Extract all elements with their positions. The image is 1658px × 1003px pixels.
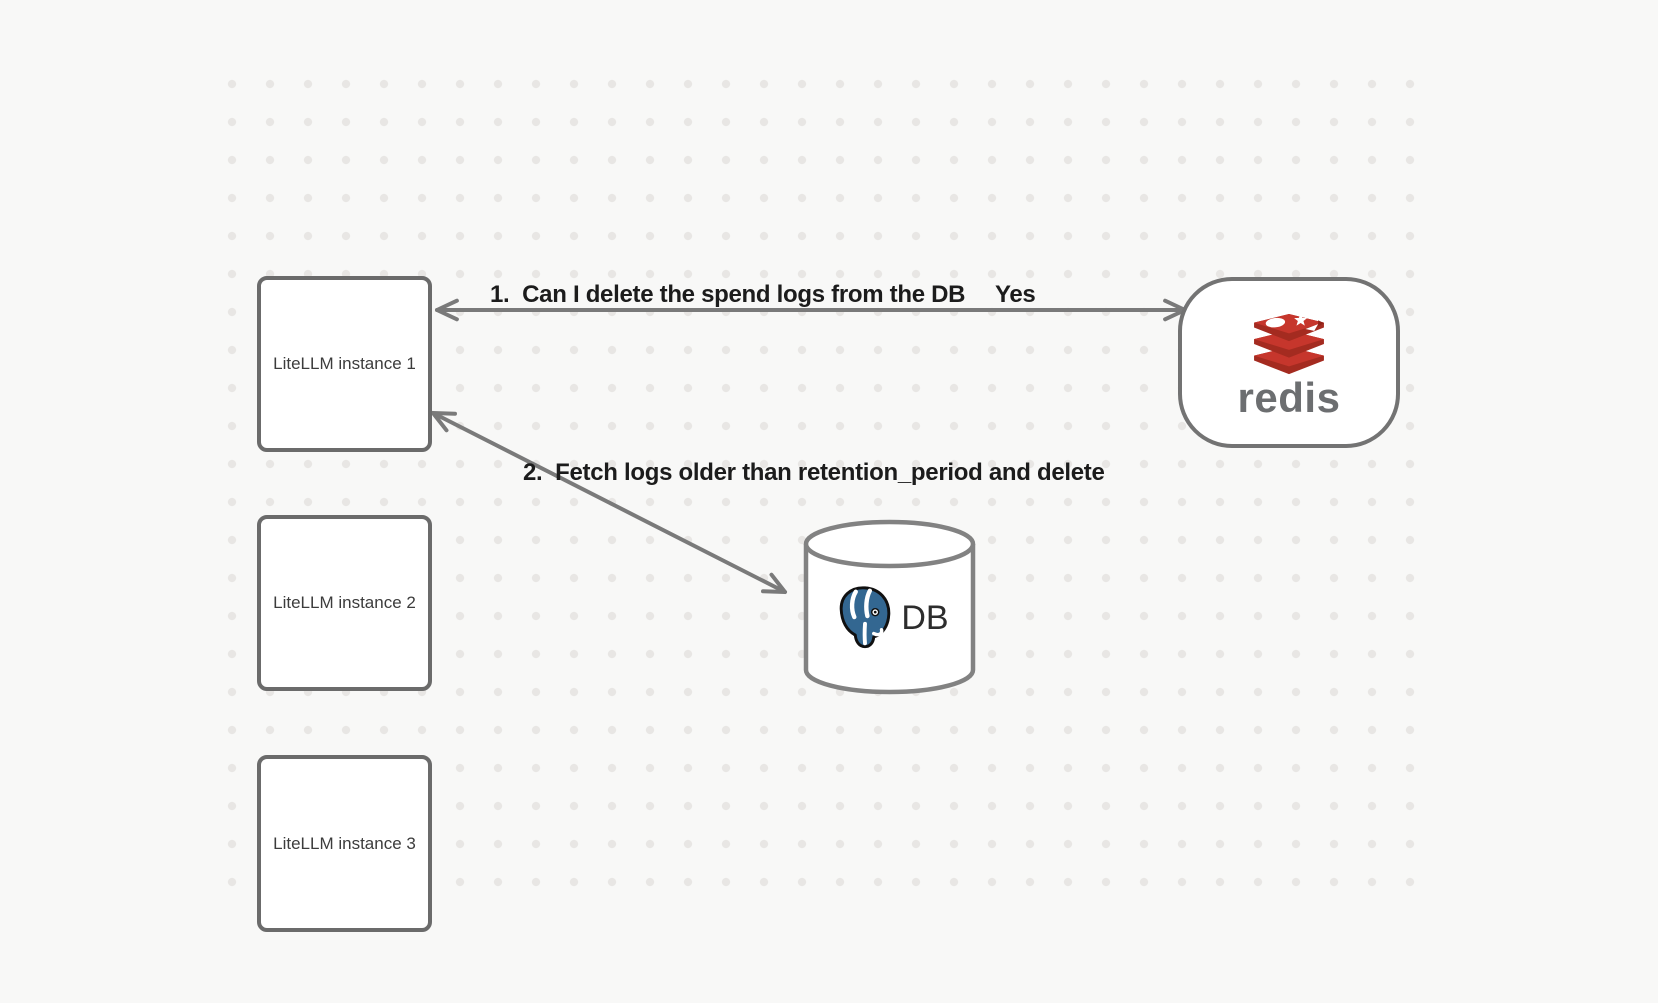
redis-wordmark: redis <box>1237 373 1341 421</box>
node-litellm-instance-2: LiteLLM instance 2 <box>257 515 432 691</box>
arrow2-label: 2. Fetch logs older than retention_perio… <box>523 459 1105 486</box>
node-litellm-instance-3: LiteLLM instance 3 <box>257 755 432 932</box>
postgresql-logo-icon <box>840 586 891 649</box>
node-label: LiteLLM instance 1 <box>273 354 416 373</box>
arrow-db-action <box>431 411 787 594</box>
node-label: LiteLLM instance 3 <box>273 833 416 853</box>
node-litellm-instance-1: LiteLLM instance 1 <box>257 276 432 452</box>
arrow1-label: 1. Can I delete the spend logs from the … <box>490 281 966 308</box>
node-label: LiteLLM instance 2 <box>273 593 416 612</box>
db-label: DB <box>901 598 949 637</box>
node-redis: redis <box>1178 277 1400 448</box>
redis-logo-icon <box>1254 312 1324 374</box>
db-content: DB <box>802 580 977 656</box>
arrow1-answer-label: Yes <box>995 281 1036 308</box>
node-db-cylinder: DB <box>802 518 977 696</box>
